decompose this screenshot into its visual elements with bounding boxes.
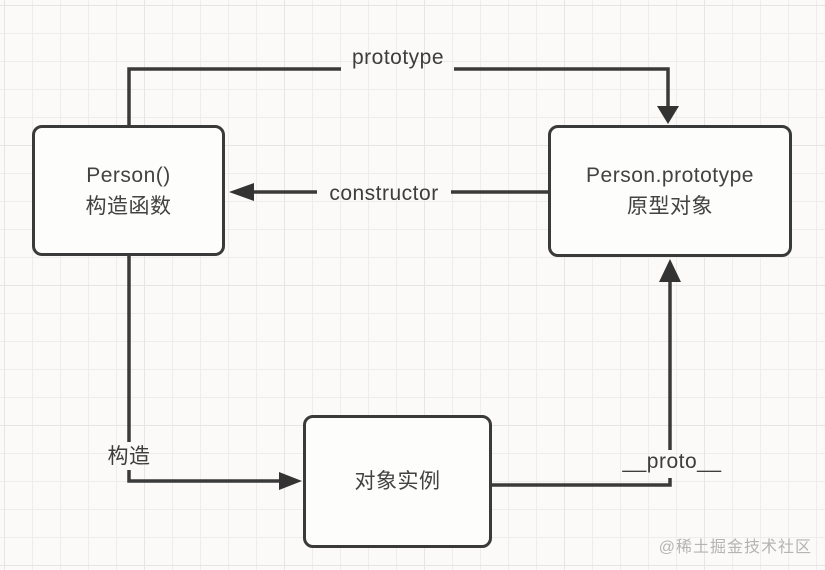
- edge-label-constructor: constructor: [329, 182, 439, 205]
- edge-constructor-line: [229, 183, 548, 201]
- edge-label-construct: 构造: [107, 445, 151, 468]
- node-object-instance-title: 对象实例: [354, 470, 441, 493]
- edge-construct-line: [127, 256, 302, 490]
- node-constructor-function-title: Person(): [86, 163, 171, 187]
- arrowhead-down-icon: [657, 106, 679, 124]
- node-prototype-object-subtitle: 原型对象: [627, 195, 713, 218]
- arrowhead-up-icon: [659, 259, 681, 282]
- edge-label-proto: __proto__: [622, 450, 722, 473]
- arrowhead-left-icon: [229, 183, 254, 201]
- edge-prototype-line: [127, 67, 679, 126]
- node-constructor-function-subtitle: 构造函数: [85, 194, 172, 218]
- node-constructor-function: Person() 构造函数: [32, 125, 225, 256]
- node-prototype-object: Person.prototype 原型对象: [548, 125, 792, 257]
- node-object-instance: 对象实例: [303, 415, 492, 548]
- watermark-text: @稀土掘金技术社区: [658, 539, 812, 556]
- edge-proto-line: [492, 259, 681, 487]
- arrowhead-right-icon: [279, 472, 302, 490]
- edge-label-prototype: prototype: [351, 46, 445, 69]
- node-prototype-object-title: Person.prototype: [586, 164, 754, 187]
